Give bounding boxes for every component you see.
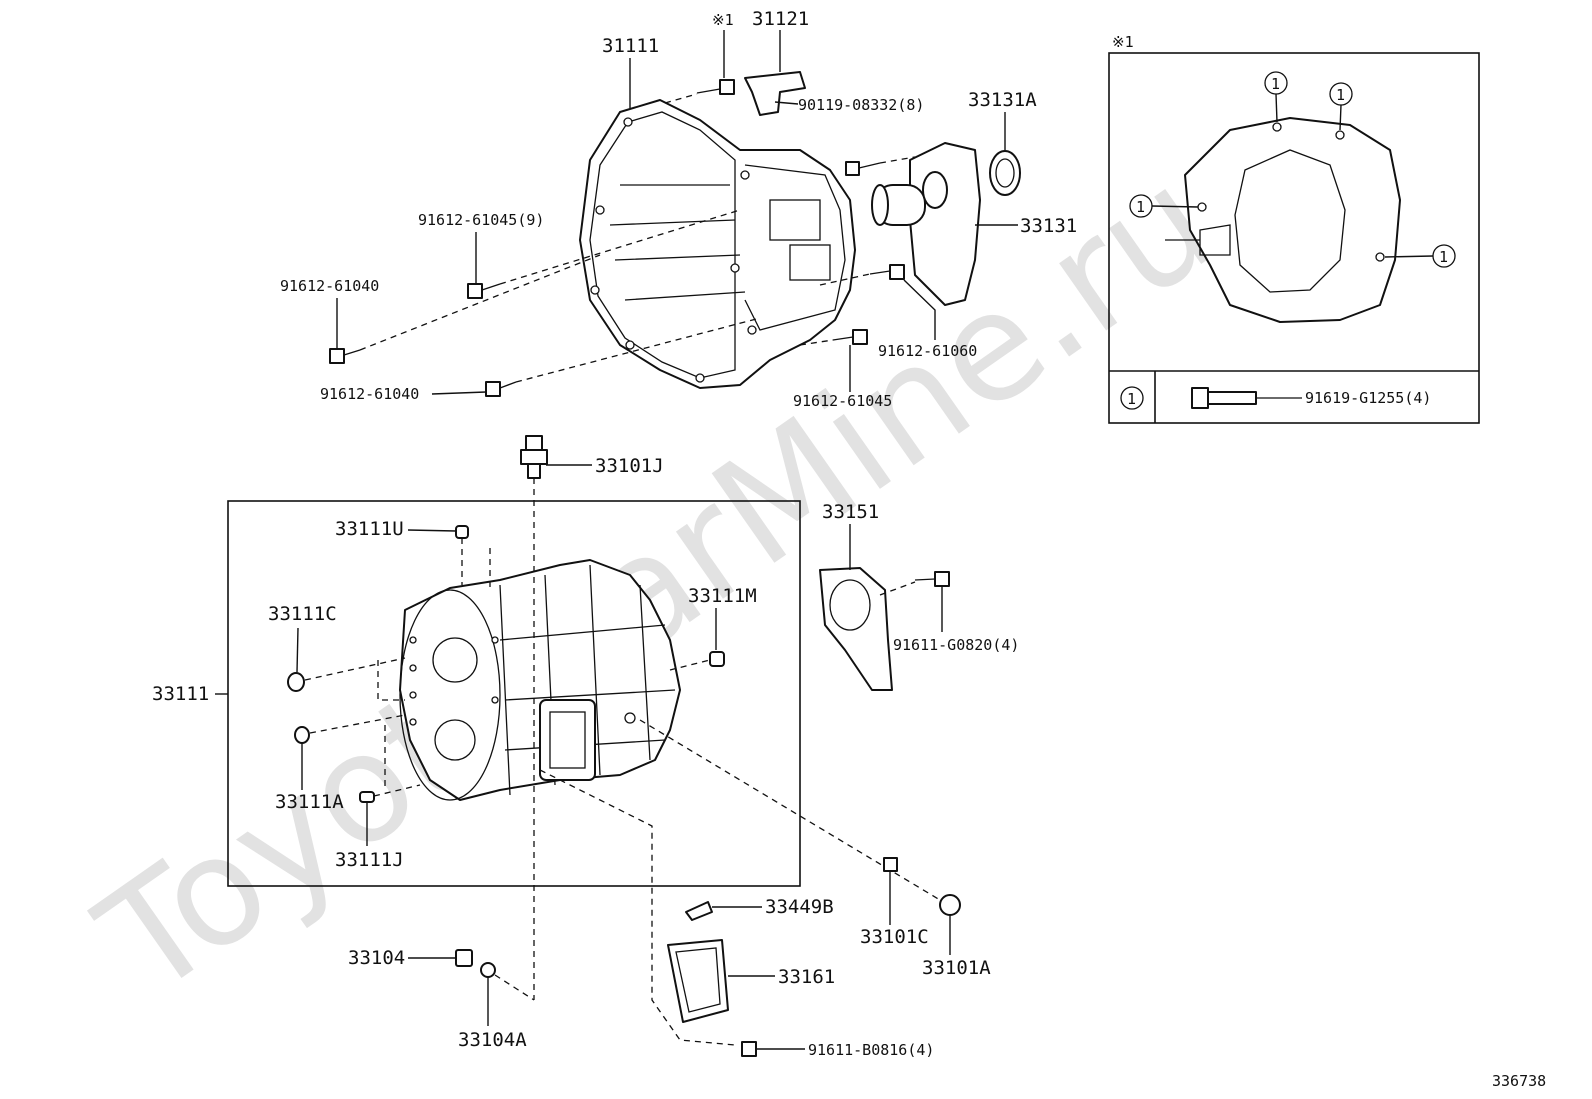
label-33111M: 33111M [688,585,757,607]
bolt-91612-61040-a[interactable] [329,348,361,364]
transmission-case-33111[interactable] [399,559,681,801]
note-mark-inset: ※1 [1112,33,1134,51]
label-33101J: 33101J [595,455,664,477]
label-33131A: 33131A [968,89,1037,111]
callout-1-d: 1 [1384,244,1456,268]
label-33449B: 33449B [765,896,834,918]
plug-33101C[interactable] [883,857,898,872]
label-33104: 33104 [348,947,405,969]
label-91611-B0816: 91611-B0816(4) [808,1041,934,1059]
label-91612-61040-b: 91612-61040 [320,385,419,403]
bolt-91611-B0816[interactable] [741,1041,757,1057]
label-33151: 33151 [822,501,879,523]
svg-text:1: 1 [1336,86,1345,104]
bolt-91612-61040-b[interactable] [485,381,517,397]
bolt-91611-G0820[interactable] [914,571,950,587]
bolt-91612-61045-9[interactable] [467,283,501,299]
label-33161: 33161 [778,966,835,988]
breather-33101J[interactable] [520,435,548,479]
label-33111-left: 33111 [152,683,209,705]
cover-33151[interactable] [819,567,893,691]
plug-33111U[interactable] [455,525,469,539]
inset-housing-view[interactable] [1165,117,1401,323]
label-91612-61060: 91612-61060 [878,342,977,360]
bolt-91612-61060[interactable] [869,264,905,280]
bolt-91612-61045[interactable] [832,329,868,345]
callout-1-key: 1 [1120,386,1144,410]
plug-33111A[interactable] [294,726,310,744]
extension-housing-33131[interactable] [871,142,981,306]
plug-33111C[interactable] [287,672,305,692]
callout-1-c: 1 [1129,194,1199,218]
label-91611-G0820: 91611-G0820(4) [893,636,1019,654]
bracket-31121[interactable] [744,71,806,116]
plug-33101A[interactable] [939,894,961,916]
bolt-90119[interactable] [696,79,735,95]
label-33111C: 33111C [268,603,337,625]
callout-1-b: 1 [1329,82,1353,131]
washer-33104A[interactable] [480,962,496,978]
label-33111U: 33111U [335,518,404,540]
note-mark-top: ※1 [712,11,734,29]
inset-bolt-icon [1191,387,1302,409]
svg-text:1: 1 [1439,248,1448,266]
diagram-id: 336738 [1492,1072,1546,1090]
label-33131: 33131 [1020,215,1077,237]
clip-33449B[interactable] [685,901,713,921]
label-91619-G1255: 91619-G1255(4) [1305,389,1431,407]
plug-33111M[interactable] [709,651,725,667]
label-31111-top: 31111 [602,35,659,57]
label-91612-61045: 91612-61045 [793,392,892,410]
label-33111J: 33111J [335,849,404,871]
pin-33111J[interactable] [359,791,375,803]
label-33111A: 33111A [275,791,344,813]
label-90119: 90119-08332(8) [798,96,924,114]
svg-text:1: 1 [1136,198,1145,216]
label-31121: 31121 [752,8,809,30]
oil-seal-33131A[interactable] [989,150,1021,196]
plug-33104[interactable] [455,949,473,967]
label-33101A: 33101A [922,957,991,979]
inset-frame [1108,52,1480,424]
svg-text:1: 1 [1127,390,1136,408]
svg-text:1: 1 [1271,75,1280,93]
label-33104A: 33104A [458,1029,527,1051]
clutch-housing-31111[interactable] [579,99,856,389]
label-33101C: 33101C [860,926,929,948]
cover-33161[interactable] [667,939,729,1023]
label-91612-61040-a: 91612-61040 [280,277,379,295]
bolt-near-33131[interactable] [845,161,881,176]
label-91612-61045-9: 91612-61045(9) [418,211,544,229]
callout-1-a: 1 [1264,71,1288,123]
